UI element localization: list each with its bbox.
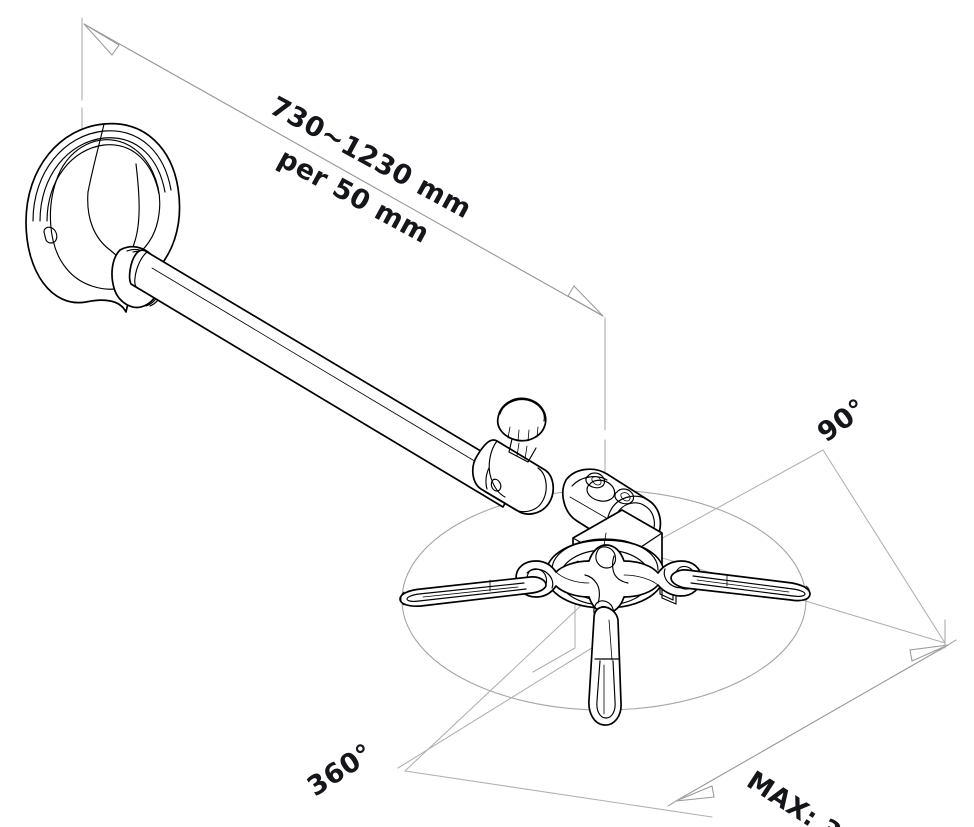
thumbscrew-shank-line-2 [524, 445, 528, 460]
ceiling-plate-slot [43, 226, 58, 244]
bracket-arm-right [670, 569, 811, 602]
thumbscrew-shank [508, 438, 537, 463]
clamp-collar-ring-rear [485, 467, 490, 490]
thumbscrew-knurl-4 [536, 426, 539, 438]
ceiling-plate-flare-upper [57, 139, 161, 263]
thumbscrew-knurl-2 [517, 429, 520, 442]
clamp-collar-edge-bottom [484, 491, 518, 512]
perspective-tick-horizontal [532, 647, 576, 673]
thumbscrew-shank-line [516, 442, 520, 457]
bracket-arm-front-body [588, 606, 622, 726]
tilt-joint-boss-right-hole [620, 492, 631, 502]
tilt-joint-boss-right [614, 488, 635, 505]
thumbscrew-knurl-1 [507, 426, 511, 439]
bracket-arm-rear [603, 532, 607, 547]
extension-tube-highlight [151, 267, 514, 485]
arrowhead-drop-length-right [567, 285, 604, 317]
spider-bracket-rib-front [584, 574, 600, 604]
leader-line-tilt-angle [638, 449, 824, 552]
bracket-arm-left-slot [406, 582, 527, 602]
arrowhead-bracket-span-left [675, 785, 715, 802]
thumbscrew-knob [496, 397, 547, 463]
clamp-collar-screw-hole [490, 478, 502, 492]
ceiling-plate-flare-left [49, 175, 123, 290]
extension-tube-end-ellipse [134, 251, 148, 290]
thumbscrew-knurl-top [499, 399, 545, 422]
ceiling-plate-rim-inner-1 [32, 130, 172, 222]
perspective-edge-bottom [404, 770, 713, 818]
arrowhead-bracket-span-right [909, 644, 949, 662]
clamp-collar-split-line [488, 440, 506, 498]
bracket-arm-front-slot [596, 660, 616, 719]
spider-bracket-inner-edge-2 [623, 574, 659, 586]
bracket-arm-front [588, 606, 622, 726]
clamp-collar-ring-front [517, 469, 554, 515]
ceiling-plate-rim-inner-3 [46, 144, 160, 222]
bracket-arm-right-slot [690, 575, 806, 597]
extension-tick-span-left [667, 794, 687, 807]
ceiling-plate-rim-inner-2 [39, 137, 166, 222]
dimension-line-drop-length [83, 23, 604, 317]
extension-tube-body [128, 249, 522, 508]
label-bracket-span: MAX: 390 mm [741, 766, 931, 827]
extension-tube [128, 249, 522, 508]
label-rotation-angle: 360° [302, 738, 379, 803]
bracket-arm-left-inner-line [422, 586, 519, 598]
arm-pivot-rear [595, 546, 617, 569]
spider-bracket-inner-edge [555, 571, 590, 584]
thumbscrew-knurl-3 [527, 429, 530, 442]
bracket-arm-front-edge [608, 619, 613, 661]
bracket-arm-right-tip [805, 585, 811, 601]
bracket-arm-rear-body [603, 532, 607, 547]
arrowhead-drop-length-left [83, 23, 120, 56]
leader-line-rotation-angle [397, 637, 609, 769]
tilt-joint-boss-left [585, 472, 606, 489]
extension-tick-span-right [939, 639, 957, 651]
bracket-arm-left [399, 576, 547, 608]
clamp-collar-ring-front-2 [513, 467, 547, 513]
label-tilt-angle: 90° [812, 393, 873, 449]
ceiling-plate-seam-top [87, 123, 105, 193]
clamp-collar [471, 397, 555, 515]
thumbscrew-head [496, 397, 547, 442]
tilt-joint-side-line [569, 496, 609, 520]
spider-bracket-rib-rear [612, 555, 629, 584]
bracket-arm-right-inner-line [696, 579, 790, 593]
perspective-edge-upper-right [822, 449, 946, 644]
bracket-arm-left-tip [400, 591, 405, 606]
tilt-joint-boss-left-hole [591, 476, 602, 486]
dimension-line-bracket-span [675, 644, 949, 802]
